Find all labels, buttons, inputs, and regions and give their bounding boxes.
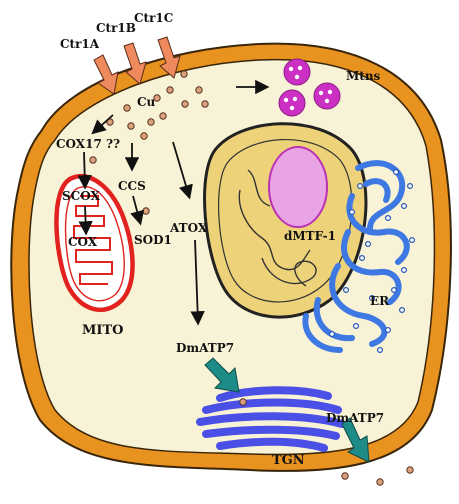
mitochondrion xyxy=(54,174,135,312)
metallothionein xyxy=(283,58,311,86)
nucleus xyxy=(203,122,368,319)
trans-golgi-network xyxy=(196,386,346,452)
metallothionein xyxy=(278,89,306,117)
label-atox: ATOX xyxy=(169,221,208,235)
nucleolus xyxy=(268,146,328,228)
mitochondrion-cristae xyxy=(73,195,113,285)
ctr1a-arrow xyxy=(93,54,119,95)
label-cox17: COX17 ?? xyxy=(56,137,120,151)
label-ccs: CCS xyxy=(118,179,146,193)
arrow-scox-to-cox xyxy=(78,205,93,236)
label-mtns: Mtns xyxy=(346,69,381,83)
label-ctr1a: Ctr1A xyxy=(60,37,100,51)
label-tgn: TGN xyxy=(272,453,305,468)
label-scox: SCOX xyxy=(62,189,100,203)
arrow-atox-to-dmatp7 xyxy=(190,239,205,326)
ctr1-transporters xyxy=(93,36,181,95)
metallothionein-clusters xyxy=(278,58,341,117)
label-dmatp7-golgi: DmATP7 xyxy=(176,341,234,355)
arrow-cox17-to-scox xyxy=(77,151,92,190)
label-ctr1c: Ctr1C xyxy=(134,11,173,25)
dmatp7-golgi-exporter xyxy=(204,357,240,393)
label-er: ER xyxy=(370,294,390,308)
pathway-arrows xyxy=(77,79,270,326)
label-cu: Cu xyxy=(137,95,156,109)
copper-ions xyxy=(89,70,414,486)
label-mito: MITO xyxy=(82,323,123,338)
label-dmtf1: dMTF-1 xyxy=(284,229,336,243)
chromatin xyxy=(238,169,317,287)
labels: Ctr1A Ctr1B Ctr1C Cu Mtns COX17 ?? SCOX … xyxy=(56,11,390,468)
metallothionein xyxy=(313,82,341,110)
ctr1b-arrow xyxy=(123,42,147,85)
label-cox: COX xyxy=(68,235,98,249)
label-dmatp7-membrane: DmATP7 xyxy=(326,411,384,425)
er-ribosomes xyxy=(329,169,416,354)
arrow-to-atox xyxy=(172,141,193,200)
endoplasmic-reticulum xyxy=(302,160,410,353)
arrow-ccs-to-sod1 xyxy=(130,195,145,226)
label-sod1: SOD1 xyxy=(134,233,172,247)
ctr1c-arrow xyxy=(157,36,181,79)
dmatp7-membrane-exporter xyxy=(341,417,370,463)
arrow-to-cox17 xyxy=(91,114,114,135)
label-ctr1b: Ctr1B xyxy=(96,21,136,35)
